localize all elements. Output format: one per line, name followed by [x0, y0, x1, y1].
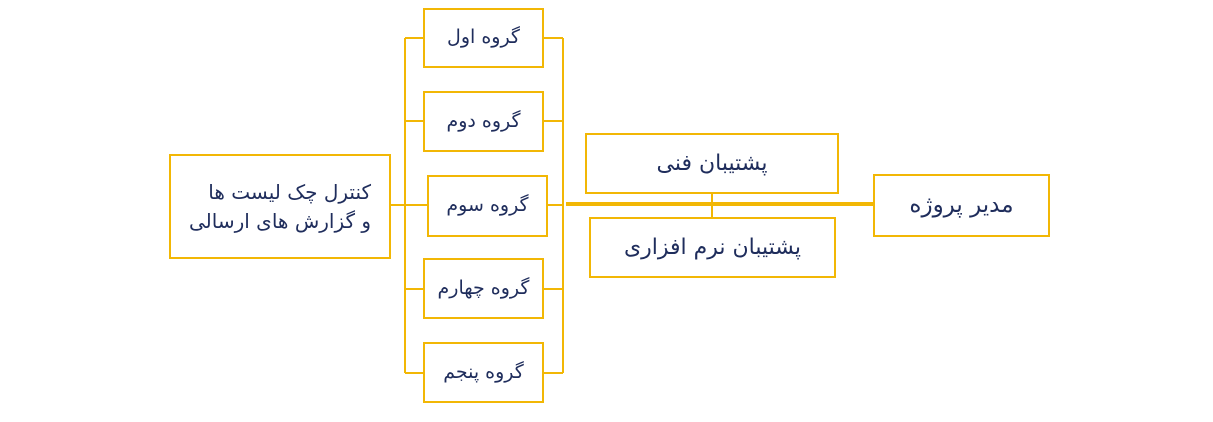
software-support-box: پشتیبان نرم افزاری	[589, 217, 836, 278]
technical-support-box: پشتیبان فنی	[585, 133, 839, 194]
group-box-5: گروه پنجم	[423, 342, 544, 403]
group-box-3: گروه سوم	[427, 175, 548, 237]
group-label-1: گروه اول	[447, 26, 520, 49]
technical-support-label: پشتیبان فنی	[656, 150, 768, 176]
software-support-label: پشتیبان نرم افزاری	[623, 234, 802, 260]
checklist-control-label: کنترل چک لیست ها و گزارش های ارسالی	[188, 179, 372, 233]
group-label-3: گروه سوم	[446, 194, 529, 217]
group-box-1: گروه اول	[423, 8, 544, 68]
group-box-2: گروه دوم	[423, 91, 544, 152]
checklist-control-box: کنترل چک لیست ها و گزارش های ارسالی	[169, 154, 391, 259]
group-label-4: گروه چهارم	[437, 276, 530, 299]
project-manager-box: مدیر پروژه	[873, 174, 1050, 237]
project-manager-label: مدیر پروژه	[909, 191, 1014, 218]
group-box-4: گروه چهارم	[423, 258, 544, 319]
group-label-5: گروه پنجم	[443, 360, 524, 383]
group-label-2: گروه دوم	[446, 109, 521, 132]
